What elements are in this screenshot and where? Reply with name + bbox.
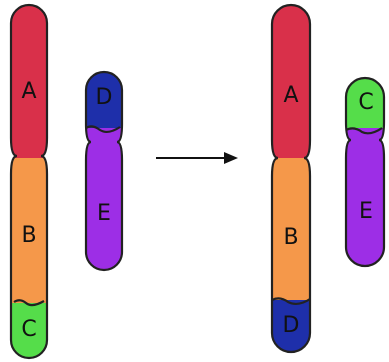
chromosome-after-short: C E	[344, 76, 386, 268]
segment-c-before	[11, 303, 47, 358]
label-a-before: A	[21, 79, 36, 104]
segment-e-before	[86, 128, 122, 270]
outline-after-long	[270, 3, 312, 354]
label-d-after: D	[283, 313, 300, 338]
chromosome-before-short: D E	[84, 70, 124, 272]
break-line-after-short	[345, 127, 383, 135]
label-b-after: B	[283, 225, 298, 250]
break-line-before-long	[13, 299, 45, 307]
label-e-before: E	[97, 201, 111, 226]
label-c-after: C	[358, 90, 373, 115]
break-line-before-short	[85, 125, 121, 134]
label-a-after: A	[283, 83, 298, 108]
right-arrow-icon	[156, 152, 238, 164]
segment-a-before	[11, 5, 47, 158]
segment-b-before	[11, 158, 47, 303]
segment-d-after	[272, 300, 310, 352]
outline-before-long	[9, 3, 49, 360]
segment-b-after	[272, 158, 310, 300]
label-b-before: B	[21, 223, 36, 248]
segment-c-after	[346, 78, 384, 128]
label-d-before: D	[96, 85, 113, 110]
segment-e-after	[346, 128, 384, 266]
label-e-after: E	[359, 199, 373, 224]
segment-d-before	[86, 72, 122, 128]
break-line-after-long	[271, 297, 311, 306]
outline-after-short	[344, 76, 386, 268]
outline-before-short	[84, 70, 124, 272]
segment-a-after	[272, 5, 310, 158]
label-c-before: C	[21, 317, 36, 342]
